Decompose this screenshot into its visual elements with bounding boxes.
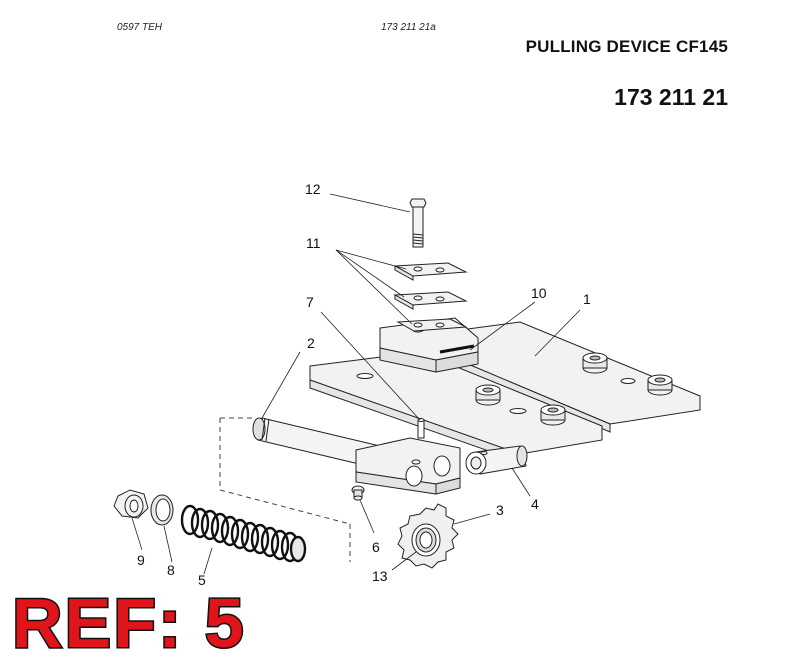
callout-11: 11 [306,235,321,251]
reference-label: REF: 5 [11,584,246,662]
part-2-bracket [355,437,461,495]
part-9-nut [113,489,149,519]
drawing-reference: 173 211 21a [381,22,436,33]
callout-6: 6 [372,539,380,555]
leader-lines [131,193,581,575]
callout-labels: 12 11 7 10 1 2 4 3 6 9 8 5 13 [137,181,591,588]
part-1-front-plate [309,351,603,463]
part-7-pin [417,418,425,439]
part-6-grease-nipple [351,485,365,501]
drawing-code: 0597 TEH [117,22,163,33]
part-5-spring [180,504,307,563]
callout-9: 9 [137,552,145,568]
assembly-outline [219,417,351,562]
part-number: 173 211 21 [614,84,728,110]
part-11-shims [393,262,468,332]
callout-8: 8 [167,562,175,578]
part-4-pivot-pin [465,445,528,475]
callout-7: 7 [306,294,314,310]
callout-12: 12 [305,181,321,197]
callout-3: 3 [496,502,504,518]
part-13-sprocket [397,503,459,569]
callout-4: 4 [531,496,539,512]
callout-10: 10 [531,285,547,301]
part-12-bolt [409,198,427,248]
callout-13: 13 [372,568,388,584]
callout-1: 1 [583,291,591,307]
page-title: PULLING DEVICE CF145 [525,37,728,56]
callout-5: 5 [198,572,206,588]
part-8-washer [150,494,174,526]
callout-2: 2 [307,335,315,351]
